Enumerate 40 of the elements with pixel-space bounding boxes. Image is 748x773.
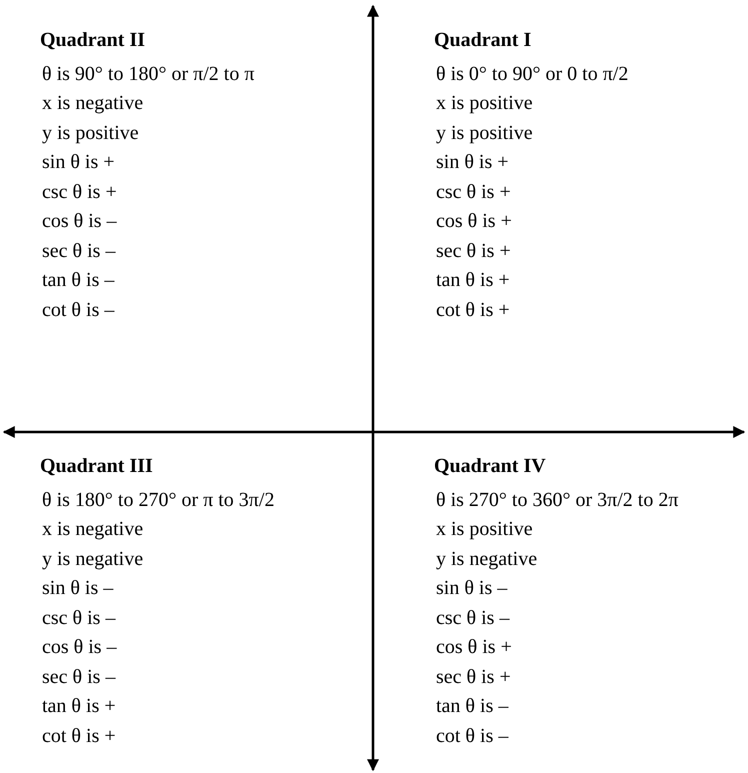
- quadrant-fact: tan θ is +: [436, 268, 510, 292]
- quadrant-fact: csc θ is –: [436, 606, 510, 630]
- quadrant-fact: y is positive: [436, 120, 533, 144]
- quadrant-fact: sec θ is –: [42, 664, 116, 688]
- quadrant-fact: sec θ is +: [436, 238, 511, 262]
- quadrant-fact: θ is 270° to 360° or 3π/2 to 2π: [436, 488, 678, 512]
- quadrant-fact: cot θ is +: [436, 298, 510, 322]
- quadrant-fact: sec θ is +: [436, 664, 511, 688]
- quadrant-fact: θ is 90° to 180° or π/2 to π: [42, 62, 254, 86]
- quadrant-title: Quadrant IV: [434, 454, 546, 478]
- quadrant-title: Quadrant I: [434, 28, 532, 52]
- quadrant-fact: sec θ is –: [42, 238, 116, 262]
- quadrant-fact: csc θ is –: [42, 606, 116, 630]
- quadrant-fact: cot θ is –: [42, 298, 114, 322]
- quadrant-fact: sin θ is +: [436, 150, 509, 174]
- quadrant-fact: tan θ is –: [42, 268, 114, 292]
- quadrant-fact: cos θ is –: [42, 209, 117, 233]
- quadrant-fact: sin θ is –: [436, 576, 508, 600]
- quadrant-fact: x is positive: [436, 517, 533, 541]
- quadrant-fact: cos θ is –: [42, 635, 117, 659]
- quadrant-fact: cos θ is +: [436, 635, 512, 659]
- quadrant-fact: tan θ is +: [42, 694, 116, 718]
- quadrant-fact: x is negative: [42, 91, 144, 115]
- quadrant-fact: cot θ is –: [436, 724, 508, 748]
- quadrant-fact: tan θ is –: [436, 694, 508, 718]
- quadrant-fact: θ is 0° to 90° or 0 to π/2: [436, 62, 628, 86]
- quadrant-fact: csc θ is +: [42, 180, 117, 204]
- quadrant-fact: y is negative: [42, 546, 144, 570]
- quadrant-title: Quadrant III: [40, 454, 153, 478]
- quadrant-fact: θ is 180° to 270° or π to 3π/2: [42, 488, 274, 512]
- quadrant-fact: sin θ is –: [42, 576, 114, 600]
- quadrant-fact: cot θ is +: [42, 724, 116, 748]
- quadrant-fact: cos θ is +: [436, 209, 512, 233]
- quadrant-fact: y is negative: [436, 546, 538, 570]
- quadrant-fact: x is positive: [436, 91, 533, 115]
- quadrant-fact: csc θ is +: [436, 180, 511, 204]
- quadrant-fact: sin θ is +: [42, 150, 115, 174]
- quadrant-title: Quadrant II: [40, 28, 146, 52]
- quadrant-fact: y is positive: [42, 120, 139, 144]
- quadrant-fact: x is negative: [42, 517, 144, 541]
